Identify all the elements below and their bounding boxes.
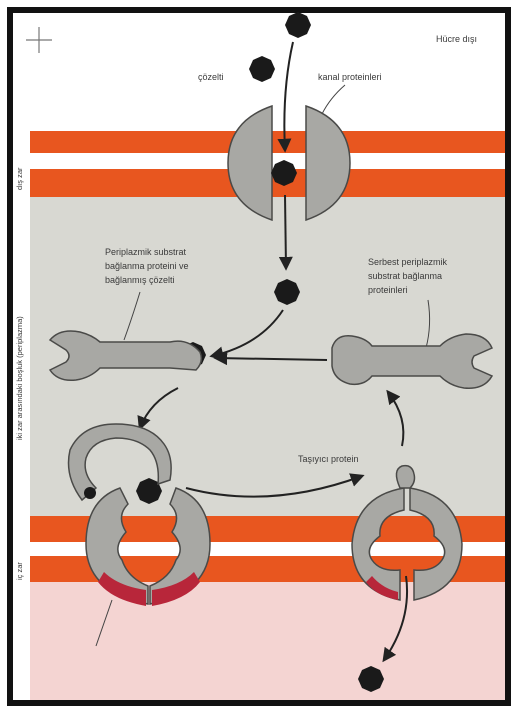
- periplasmic-space-side-label: iki zar arasındaki boşluk (periplazma): [15, 316, 24, 440]
- channel-protein-label: kanal proteinleri: [318, 72, 382, 82]
- outer-membrane-side-label: dış zar: [15, 167, 24, 190]
- docking-end-knob: [84, 487, 96, 499]
- outside-cell-label: Hücre dışı: [436, 34, 477, 44]
- carrier-protein-label: Taşıyıcı protein: [298, 454, 359, 464]
- arrow-icon: [285, 195, 286, 268]
- right-carrier-knob: [396, 466, 414, 488]
- cytoplasm-region: [30, 582, 505, 700]
- solute-label: çözelti: [198, 72, 224, 82]
- inner-membrane-side-label: iç zar: [15, 562, 24, 580]
